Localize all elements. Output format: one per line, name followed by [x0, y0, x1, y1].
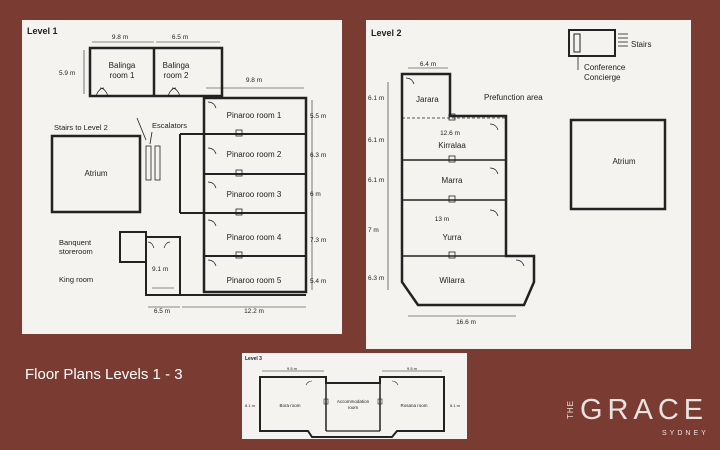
dim-bottom-1: 6.5 m: [154, 308, 170, 315]
level1-plan-panel: Level 1 9.8 m 6.5 m 5.9 m Balinga room 1…: [22, 20, 342, 334]
pinaroo-room-1: Pinaroo room 1: [227, 111, 282, 120]
dim-king-h: 9.1 m: [152, 266, 168, 273]
stairs-icon: [568, 29, 628, 57]
level2-atrium-label: Atrium: [612, 157, 635, 166]
yurra-label: Yurra: [442, 233, 462, 242]
dim-top: 6.4 m: [420, 61, 436, 68]
logo-the: THE: [566, 400, 575, 419]
level1-floorplan: Level 1 9.8 m 6.5 m 5.9 m Balinga room 1…: [27, 26, 326, 315]
side-dim-2: 6.1 m: [368, 137, 384, 144]
balinga-room-2-line1: Balinga: [163, 61, 190, 70]
bora-room-label: Bora room: [279, 403, 300, 408]
dim-bottom: 16.6 m: [456, 319, 476, 326]
concierge-label: Concierge: [584, 73, 621, 82]
the-grace-sydney-logo: THE GRACE SYDNEY: [566, 394, 716, 444]
side-dim-5: 6.3 m: [368, 275, 384, 282]
level3-floorplan: Level 3 9.5 m 9.5 m 8.1 m 8.1 m Bora roo…: [245, 356, 461, 438]
king-room-block: [119, 231, 306, 296]
dim-kirralaa-w: 12.6 m: [440, 130, 460, 137]
level2-floorplan: Level 2 Stairs Conference Concierge Atri…: [368, 28, 667, 326]
escalators-icon: [136, 117, 161, 181]
pinaroo-dim-2: 6.3 m: [310, 152, 326, 159]
level3-dim-h-right: 8.1 m: [450, 403, 461, 408]
pinaroo-room-3: Pinaroo room 3: [227, 190, 282, 199]
dim-bottom-2: 12.2 m: [244, 308, 264, 315]
level3-rooms: [259, 370, 445, 438]
pinaroo-dim-4: 7.3 m: [310, 237, 326, 244]
dim-balinga-h: 5.9 m: [59, 70, 75, 77]
conference-label: Conference: [584, 63, 626, 72]
side-dim-4: 7 m: [368, 227, 379, 234]
level2-atrium-outline: [569, 118, 667, 211]
wilarra-label: Wilarra: [439, 276, 465, 285]
dim-yurra-w: 13 m: [435, 216, 449, 223]
side-dim-1: 6.1 m: [368, 95, 384, 102]
pinaroo-dim-1: 5.5 m: [310, 113, 326, 120]
level1-title: Level 1: [27, 26, 58, 36]
balinga-room-1-line1: Balinga: [109, 61, 136, 70]
pinaroo-dim-3: 6 m: [310, 191, 321, 198]
logo-grace: GRACE: [580, 394, 709, 426]
level3-dim-left: 9.5 m: [287, 366, 298, 371]
floor-plans-caption: Floor Plans Levels 1 - 3: [25, 366, 183, 383]
pinaroo-room-2: Pinaroo room 2: [227, 150, 282, 159]
accommodation-room-line2: room: [348, 405, 359, 410]
balinga-room-1-line2: room 1: [110, 71, 135, 80]
balinga-rooms: [83, 41, 224, 98]
level3-dim-right: 9.5 m: [407, 366, 418, 371]
pinaroo-room-4: Pinaroo room 4: [227, 233, 282, 242]
side-dim-3: 6.1 m: [368, 177, 384, 184]
dim-pinaroo-w: 9.8 m: [246, 77, 262, 84]
logo-sydney: SYDNEY: [662, 430, 709, 437]
dim-balinga-w2: 6.5 m: [172, 34, 188, 41]
jarara-label: Jarara: [416, 95, 439, 104]
prefunction-area-label: Prefunction area: [484, 93, 543, 102]
level2-function-rooms: [387, 67, 536, 317]
banquet-storeroom-line2: storeroom: [59, 247, 93, 256]
king-room-label: King room: [59, 275, 93, 284]
rosana-room-label: Rosana room: [400, 403, 427, 408]
pinaroo-room-5: Pinaroo room 5: [227, 276, 282, 285]
level3-plan-panel: Level 3 9.5 m 9.5 m 8.1 m 8.1 m Bora roo…: [242, 353, 467, 439]
stairs-label: Stairs: [631, 40, 651, 49]
level1-atrium-label: Atrium: [84, 169, 107, 178]
pinaroo-dim-5: 5.4 m: [310, 278, 326, 285]
kirralaa-label: Kirralaa: [438, 141, 466, 150]
banquet-storeroom-line1: Banquent: [59, 238, 92, 247]
level3-title: Level 3: [245, 356, 262, 362]
level2-plan-panel: Level 2 Stairs Conference Concierge Atri…: [366, 20, 691, 349]
level1-atrium-outline: [50, 134, 142, 214]
escalators-label: Escalators: [152, 121, 187, 130]
level3-dim-h-left: 8.1 m: [245, 403, 256, 408]
marra-label: Marra: [442, 176, 463, 185]
stairs-to-level2-label: Stairs to Level 2: [54, 123, 108, 132]
level2-title: Level 2: [371, 28, 402, 38]
accommodation-room-line1: Accommodation: [337, 399, 370, 404]
pinaroo-rooms: [179, 87, 313, 294]
dim-balinga-w1: 9.8 m: [112, 34, 128, 41]
balinga-room-2-line2: room 2: [164, 71, 189, 80]
